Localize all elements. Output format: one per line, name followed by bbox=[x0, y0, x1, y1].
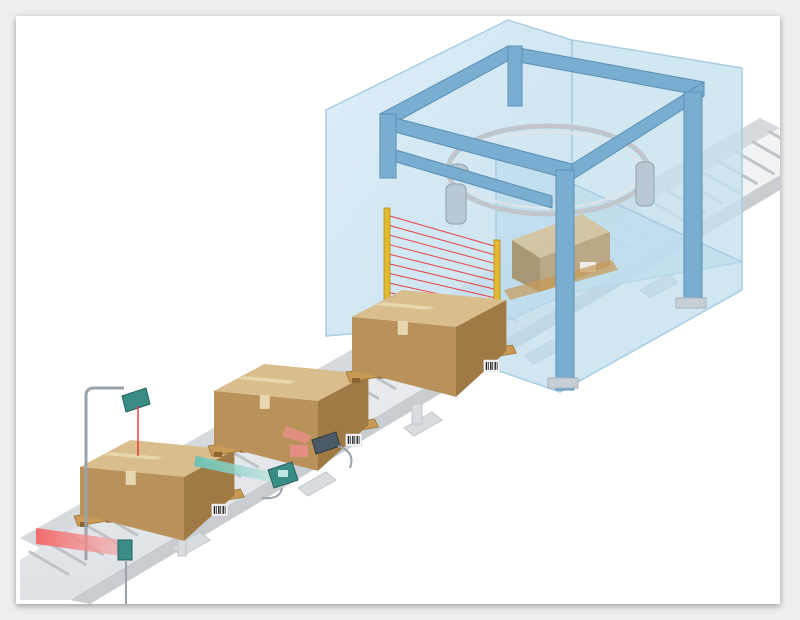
box-side bbox=[456, 300, 507, 397]
barcode-icon bbox=[211, 503, 228, 517]
roller bbox=[751, 140, 780, 160]
curtain-beam bbox=[389, 273, 495, 299]
roller bbox=[768, 130, 780, 140]
curtain-beam bbox=[389, 263, 495, 290]
camera-icon bbox=[84, 386, 151, 560]
curtain-beam bbox=[389, 244, 495, 273]
overhead-scanner bbox=[121, 387, 151, 413]
diagram-frame bbox=[16, 16, 780, 604]
pallet-sensor-beam bbox=[194, 456, 282, 484]
box-front bbox=[352, 316, 456, 397]
entry-sensor bbox=[117, 539, 133, 561]
side-scanner-beam bbox=[282, 426, 312, 444]
boxes bbox=[73, 290, 517, 541]
box-1 bbox=[73, 440, 245, 541]
curtain-beam bbox=[389, 225, 495, 256]
curtain-beam bbox=[389, 215, 495, 247]
box-front bbox=[80, 466, 184, 541]
entry-beam-red bbox=[36, 528, 122, 556]
wrapper-frame bbox=[378, 45, 705, 391]
barcode-icon bbox=[483, 359, 500, 373]
reader-stand bbox=[84, 386, 124, 560]
roller bbox=[28, 550, 70, 576]
sensor-icon bbox=[36, 426, 353, 604]
box-3 bbox=[345, 290, 517, 397]
box-side bbox=[184, 450, 235, 541]
scan-spot bbox=[290, 444, 308, 457]
curtain-beam bbox=[389, 253, 495, 281]
stretch-wrapper bbox=[325, 19, 743, 393]
conveyor-diagram bbox=[20, 19, 780, 604]
barcode-icon bbox=[345, 433, 362, 447]
curtain-beam bbox=[389, 234, 495, 264]
